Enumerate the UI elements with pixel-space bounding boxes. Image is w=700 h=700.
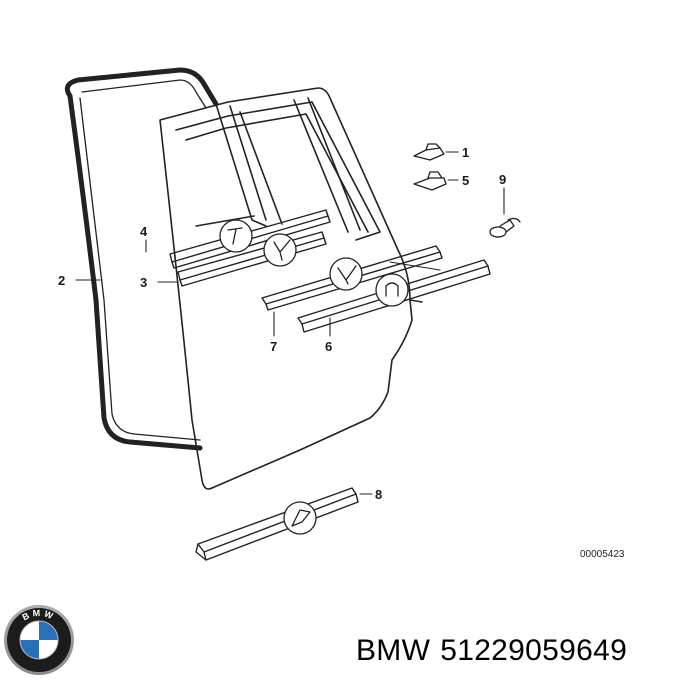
- brand-name: BMW: [356, 634, 431, 667]
- callout-1: 1: [462, 145, 469, 160]
- logo-letters: BMW: [21, 608, 58, 623]
- window-strip-part-4: [169, 209, 331, 269]
- profile-detail-circles: [219, 219, 409, 535]
- bmw-roundel-icon: BMW: [4, 605, 74, 675]
- door-seal-part-2: [64, 67, 219, 451]
- clip-part-5: [413, 171, 447, 191]
- callout-6: 6: [325, 339, 332, 354]
- door-shell: [159, 87, 441, 490]
- callout-2: 2: [58, 273, 65, 288]
- callout-5: 5: [462, 173, 469, 188]
- part-caption: BMW 51229059649: [356, 634, 637, 668]
- sill-strip-part-8: [195, 487, 359, 561]
- clip-part-9: [489, 217, 521, 238]
- callout-7: 7: [270, 339, 277, 354]
- clip-part-1: [413, 143, 445, 161]
- callout-8: 8: [375, 487, 382, 502]
- diagram-reference-code: 00005423: [580, 549, 625, 560]
- callout-9: 9: [499, 172, 506, 187]
- callout-4: 4: [140, 224, 148, 239]
- leader-lines: [75, 151, 505, 495]
- callout-3: 3: [140, 275, 147, 290]
- part-number: 51229059649: [440, 634, 628, 667]
